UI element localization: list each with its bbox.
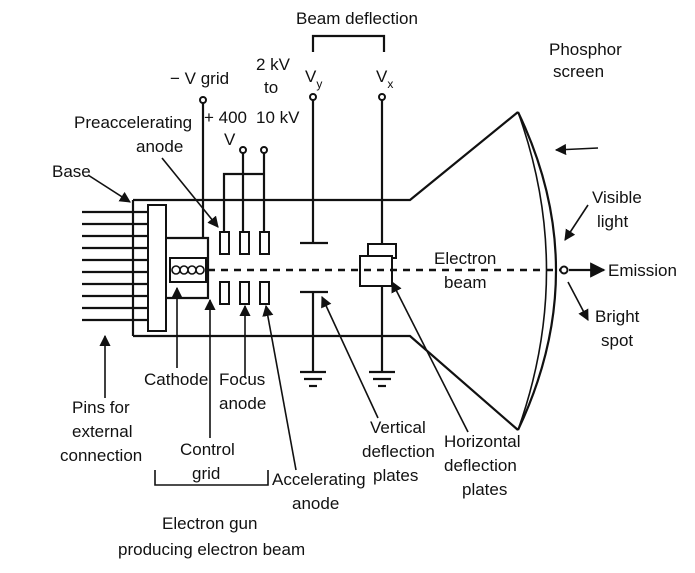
label-vertical-2: deflection	[362, 442, 435, 461]
arrow-phosphor-screen	[554, 143, 599, 156]
control-grid-electrode	[166, 236, 210, 300]
leader-arrows	[87, 143, 599, 486]
focus-anode-bottom	[239, 281, 250, 305]
label-pins-1: Pins for	[72, 398, 130, 417]
horizontal-deflection-plates	[359, 93, 397, 388]
arrow-bright-spot	[567, 281, 589, 321]
arrow-horizontal-plates	[391, 281, 469, 433]
arrow-visible-light	[564, 204, 589, 241]
label-plus400-1: + 400	[204, 108, 247, 127]
label-bright-spot-1: Bright	[595, 307, 640, 326]
arrow-base	[87, 174, 131, 203]
label-preaccelerating-2: anode	[136, 137, 183, 156]
label-horizontal-3: plates	[462, 480, 507, 499]
bright-spot-dot	[559, 265, 569, 275]
label-kv-1: 2 kV	[256, 55, 291, 74]
tube-upper-outline	[133, 111, 519, 202]
label-kv-2: to	[264, 78, 278, 97]
phosphor-screen	[517, 111, 557, 431]
label-electron-beam-1: Electron	[434, 249, 496, 268]
arrow-preaccelerating-anode	[161, 157, 219, 228]
label-visible-light-2: light	[597, 212, 628, 231]
label-control-grid-2: grid	[192, 464, 220, 483]
label-focus-anode-2: anode	[219, 394, 266, 413]
label-control-grid-1: Control	[180, 440, 235, 459]
electron-gun-bracket	[154, 470, 269, 486]
label-phosphor-screen-1: Phosphor	[549, 40, 622, 59]
label-beam-deflection: Beam deflection	[296, 9, 418, 28]
base-block	[147, 204, 167, 332]
label-emission: Emission	[608, 261, 677, 280]
label-bright-spot-2: spot	[601, 331, 633, 350]
base-pins	[82, 210, 148, 322]
label-focus-anode-1: Focus	[219, 370, 265, 389]
label-vertical-3: plates	[373, 466, 418, 485]
accelerating-anode-bottom	[259, 281, 270, 305]
arrow-vertical-plates	[321, 295, 379, 419]
tube-base	[82, 204, 167, 332]
label-v-grid: − V grid	[170, 69, 229, 88]
label-base: Base	[52, 162, 91, 181]
label-gun-2: producing electron beam	[118, 540, 305, 559]
label-gun-1: Electron gun	[162, 514, 257, 533]
gun-supply-wiring	[199, 96, 268, 238]
label-horizontal-1: Horizontal	[444, 432, 521, 451]
focus-anode-top	[239, 231, 250, 255]
beam-deflection-bracket	[311, 34, 386, 52]
arrow-accelerating-anode	[262, 304, 297, 471]
tube-lower-outline	[133, 334, 519, 431]
label-preaccelerating-1: Preaccelerating	[74, 113, 192, 132]
accelerating-anode-top	[259, 231, 270, 255]
label-accelerating-1: Accelerating	[272, 470, 366, 489]
label-vx: Vx	[376, 67, 393, 91]
label-accelerating-2: anode	[292, 494, 339, 513]
heater-coils	[171, 265, 205, 275]
label-phosphor-screen-2: screen	[553, 62, 604, 81]
label-vy: Vy	[305, 67, 322, 91]
label-plus400-2: V	[224, 130, 236, 149]
label-cathode: Cathode	[144, 370, 208, 389]
electron-gun	[166, 231, 270, 305]
vertical-plate-ground	[300, 370, 326, 388]
labels: Beam deflection Phosphor screen − V grid…	[52, 9, 677, 559]
label-electron-beam-2: beam	[444, 273, 487, 292]
label-pins-3: connection	[60, 446, 142, 465]
vertical-deflection-plates	[300, 93, 328, 388]
label-pins-2: external	[72, 422, 132, 441]
label-horizontal-2: deflection	[444, 456, 517, 475]
preaccelerating-anode-bottom	[219, 281, 230, 305]
label-vertical-1: Vertical	[370, 418, 426, 437]
label-kv-3: 10 kV	[256, 108, 300, 127]
label-visible-light-1: Visible	[592, 188, 642, 207]
horizontal-plate-ground	[369, 370, 395, 388]
preaccelerating-anode-top	[219, 231, 230, 255]
